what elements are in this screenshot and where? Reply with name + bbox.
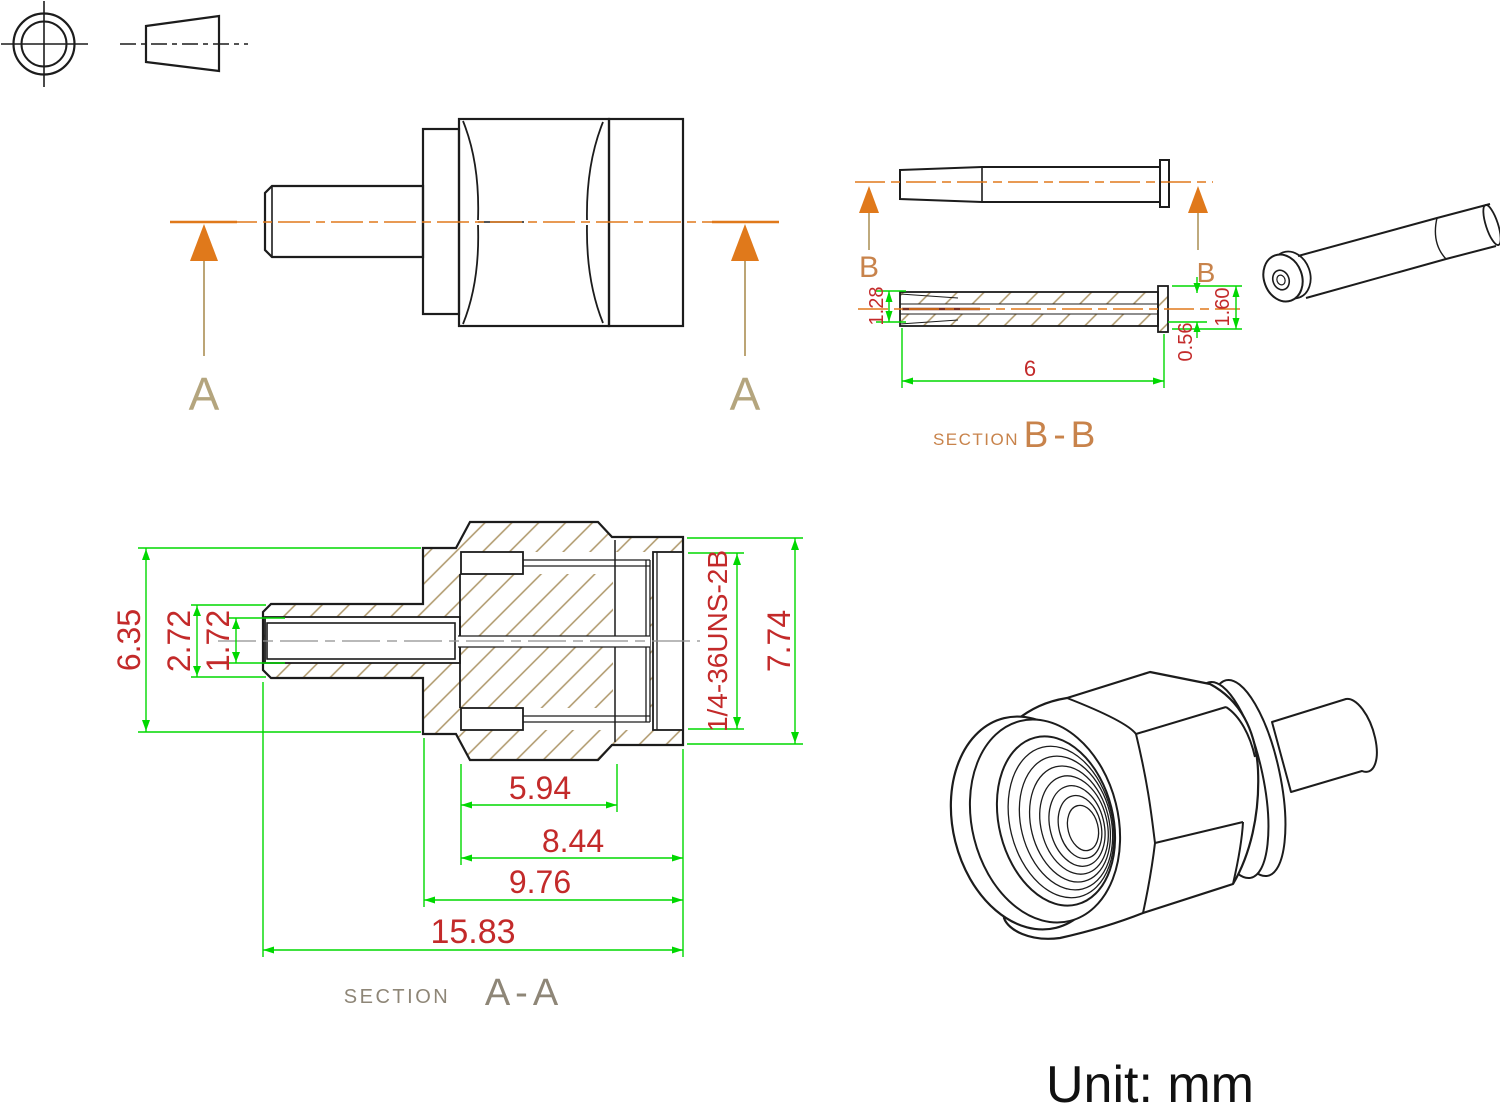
dim-594-text: 5.94	[509, 770, 571, 806]
caption-prefix: SECTION	[933, 430, 1019, 449]
cut-label-a-left: A	[189, 368, 220, 420]
dim-body-844: 8.44	[461, 823, 683, 862]
section-aa-view: 6.35 2.72 1.72 1/4-36UNS-2B	[111, 520, 803, 1014]
dim-flange-od-text: 1.60	[1212, 288, 1234, 327]
front-view: A A	[170, 117, 779, 420]
pin-section-hatch-top	[900, 292, 1158, 304]
dim-bore-id-172: 1.72	[200, 610, 285, 672]
cut-arrowhead-icon	[731, 224, 759, 261]
connector3d-shaft	[1271, 697, 1378, 793]
pin3d-flange-face	[1262, 253, 1304, 303]
dim-pin-length: 6	[901, 328, 1165, 388]
connector-3d-render	[949, 670, 1378, 940]
section-cut-arrow-a-left: A	[170, 220, 237, 420]
unit-label: Unit: mm	[1046, 1056, 1254, 1114]
caption-name: B-B	[1024, 414, 1101, 455]
dim-thread-spec-text: 1/4-36UNS-2B	[702, 550, 733, 732]
pin-flange-outline	[1159, 159, 1170, 208]
connector3d-hex-edges	[1066, 697, 1256, 914]
dim-976-text: 9.76	[509, 864, 571, 900]
dim-coupling-od-774: 7.74	[687, 537, 803, 745]
caption-prefix: SECTION	[344, 986, 450, 1008]
dim-pin-od: 1.28	[866, 287, 906, 326]
pin-3d-render	[1262, 203, 1500, 303]
dim-flange-od-635: 6.35	[111, 547, 421, 733]
section-cut-arrow-b-right: B	[1188, 186, 1215, 288]
pin-tip-taper-lines	[899, 293, 959, 325]
dim-pin-od-text: 1.28	[866, 287, 888, 326]
section-cut-arrow-b-left: B	[859, 186, 879, 284]
dim-thread-spec: 1/4-36UNS-2B	[688, 550, 744, 732]
hex-flat-arcs	[462, 120, 604, 325]
caption-name: A-A	[485, 972, 563, 1014]
pin3d-hole-inner	[1276, 274, 1286, 286]
dim-635-text: 6.35	[111, 609, 147, 671]
connector3d-ring-opening	[995, 735, 1117, 907]
dim-1583-text: 15.83	[430, 913, 515, 951]
cut-arrowhead-icon	[859, 186, 879, 213]
dim-rear-976: 9.76	[424, 864, 683, 904]
section-bb-view: B B 1.28 1.60	[855, 159, 1242, 455]
symbol-cone	[144, 14, 221, 73]
projection-angle-symbol	[1, 1, 248, 87]
cut-label-a-right: A	[730, 368, 761, 420]
cut-arrowhead-icon	[190, 224, 218, 261]
dim-flange-od: 1.60	[1172, 285, 1242, 330]
pin-section-hatch-bottom	[900, 314, 1158, 326]
section-bb-caption: SECTION B-B	[933, 414, 1101, 455]
dim-barrel-od-272: 2.72	[161, 604, 266, 678]
pin-side-view-outline	[899, 166, 1161, 203]
dim-774-text: 7.74	[761, 610, 797, 672]
cut-label-b-right: B	[1197, 257, 1216, 288]
dim-pin-length-text: 6	[1024, 356, 1036, 381]
connector3d-threads	[1007, 745, 1115, 899]
pin3d-taper-break	[1434, 217, 1447, 260]
dim-272-text: 2.72	[161, 610, 197, 672]
cut-label-b-left: B	[859, 251, 879, 284]
dim-844-text: 8.44	[542, 823, 604, 859]
insulator-block-top	[460, 551, 524, 575]
dim-insulator-594: 5.94	[461, 770, 617, 809]
pin3d-body-lines	[1297, 203, 1497, 299]
dim-overall-1583: 15.83	[263, 913, 683, 954]
dim-tip-offset: 0.56	[1168, 277, 1207, 361]
pin3d-tip-end	[1482, 204, 1500, 246]
dim-172-text: 1.72	[200, 610, 236, 672]
pin3d-hole-outer	[1271, 269, 1291, 291]
section-cut-arrow-a-right: A	[712, 220, 779, 420]
cut-arrowhead-icon	[1188, 186, 1208, 213]
insulator-block-bottom	[460, 707, 524, 731]
section-aa-caption: SECTION A-A	[344, 972, 563, 1014]
dim-tip-offset-text: 0.56	[1175, 323, 1197, 362]
